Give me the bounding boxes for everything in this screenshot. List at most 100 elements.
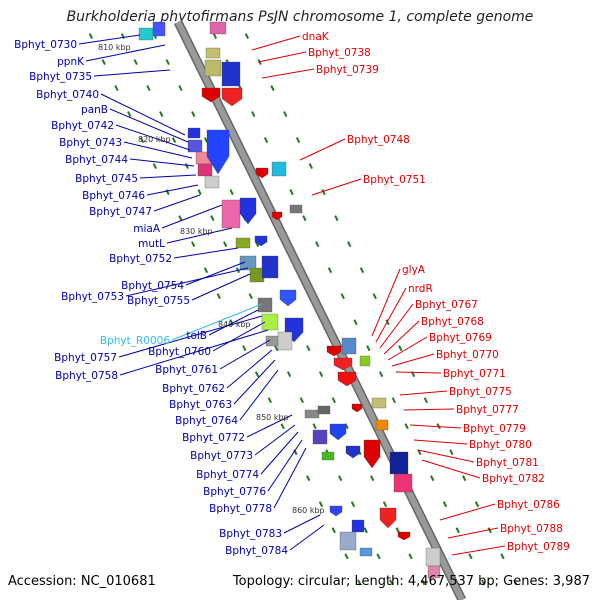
leader-line <box>208 309 259 336</box>
gene-label-left: Bphyt_0773 <box>190 450 253 462</box>
track-tick <box>334 215 339 222</box>
track-tick <box>146 85 151 92</box>
gene-label-left: Bphyt_0763 <box>169 399 232 411</box>
leader-line <box>283 514 321 534</box>
track-tick <box>223 241 228 248</box>
track-tick <box>468 553 473 560</box>
gene-label-left: panB <box>81 104 108 116</box>
gene-feature <box>425 547 441 567</box>
track-tick <box>370 475 375 482</box>
leader-line <box>239 369 279 421</box>
track-tick <box>212 33 218 40</box>
leader-line <box>226 349 273 389</box>
track-tick <box>347 241 352 248</box>
gene-feature <box>255 167 269 179</box>
gene-label-left: Bphyt_0758 <box>55 370 118 382</box>
gene-feature <box>371 397 387 409</box>
track-tick <box>378 371 384 378</box>
gene-feature <box>379 507 397 529</box>
track-tick <box>178 215 183 222</box>
gene-label-left: Bphyt_0783 <box>219 528 282 540</box>
track-tick <box>408 553 413 560</box>
gene-feature <box>204 175 220 189</box>
gene-feature <box>317 405 331 415</box>
gene-label-left: Bphyt_0776 <box>203 486 266 498</box>
track-tick <box>462 475 467 482</box>
leader-line <box>173 247 239 259</box>
gene-label-left: Bphyt_0740 <box>36 89 99 101</box>
track-tick <box>421 579 426 586</box>
leader-line <box>161 204 223 229</box>
leader-line <box>371 268 401 337</box>
gene-label-left: tolB <box>186 330 207 342</box>
track-tick <box>404 423 409 430</box>
track-tick <box>191 241 196 248</box>
gene-label-right: glyA <box>402 264 426 276</box>
gene-label-left: Bphyt_R0006 <box>100 335 170 347</box>
track-tick <box>487 527 492 534</box>
gene-label-right: Bphyt_0768 <box>421 316 484 328</box>
track-tick <box>318 371 324 378</box>
gene-feature <box>271 161 287 177</box>
gene-label-left: Bphyt_0744 <box>65 154 128 166</box>
gene-label-left: Bphyt_0764 <box>175 415 238 427</box>
track-tick <box>306 475 311 482</box>
leader-line <box>129 158 195 167</box>
track-tick <box>359 267 365 274</box>
leader-line <box>153 194 201 212</box>
leader-line <box>447 527 499 539</box>
gene-feature <box>304 409 320 419</box>
gene-feature <box>339 531 357 551</box>
leader-line <box>123 141 193 159</box>
track-tick <box>350 501 356 508</box>
track-tick <box>165 59 170 66</box>
gene-feature <box>261 255 279 279</box>
track-tick <box>318 501 324 508</box>
track-tick <box>229 319 234 326</box>
gene-label-left: Bphyt_0757 <box>54 352 117 364</box>
kbp-label: 840 kbp <box>218 320 251 329</box>
gene-label-right: Bphyt_0789 <box>507 541 570 553</box>
gene-feature <box>289 204 303 214</box>
accession-text: Accession: NC_010681 <box>8 574 156 589</box>
gene-label-left: Bphyt_0730 <box>14 39 77 51</box>
gene-label-left: miaA <box>133 223 161 235</box>
track-tick <box>242 345 247 352</box>
gene-labels-layer: Bphyt_0730ppnKBphyt_0735Bphyt_0740panBBp… <box>14 31 570 557</box>
track-tick <box>398 345 403 352</box>
gene-feature <box>138 27 154 41</box>
track-tick <box>513 579 518 586</box>
track-tick <box>244 33 250 40</box>
track-tick <box>372 293 377 300</box>
gene-feature <box>427 565 441 579</box>
gene-feature <box>359 355 371 367</box>
gene-feature <box>235 237 251 249</box>
leader-line <box>375 287 407 343</box>
gene-feature <box>239 197 257 225</box>
gene-label-left: Bphyt_0778 <box>209 503 272 515</box>
gene-feature <box>152 21 166 37</box>
gene-label-left: Bphyt_0774 <box>196 469 259 481</box>
track-tick <box>203 267 209 274</box>
gene-label-left: mutL <box>138 238 165 250</box>
track-tick <box>101 59 106 66</box>
track-tick <box>430 475 435 482</box>
gene-feature <box>204 59 222 77</box>
gene-label-left: Bphyt_0742 <box>51 120 114 132</box>
gene-label-left: Bphyt_0762 <box>162 383 225 395</box>
gene-feature <box>393 473 413 493</box>
leader-line <box>417 449 475 463</box>
kbp-label: 820 kbp <box>138 135 171 144</box>
track-tick <box>127 111 132 118</box>
track-tick <box>331 527 336 534</box>
gene-label-left: Bphyt_0754 <box>121 280 184 292</box>
gene-feature <box>359 547 373 557</box>
leader-line <box>166 227 233 244</box>
track-tick <box>254 371 260 378</box>
track-tick <box>308 163 313 170</box>
gene-feature <box>329 505 343 517</box>
gene-feature <box>221 61 241 87</box>
track-tick <box>391 397 396 404</box>
track-tick <box>159 111 164 118</box>
